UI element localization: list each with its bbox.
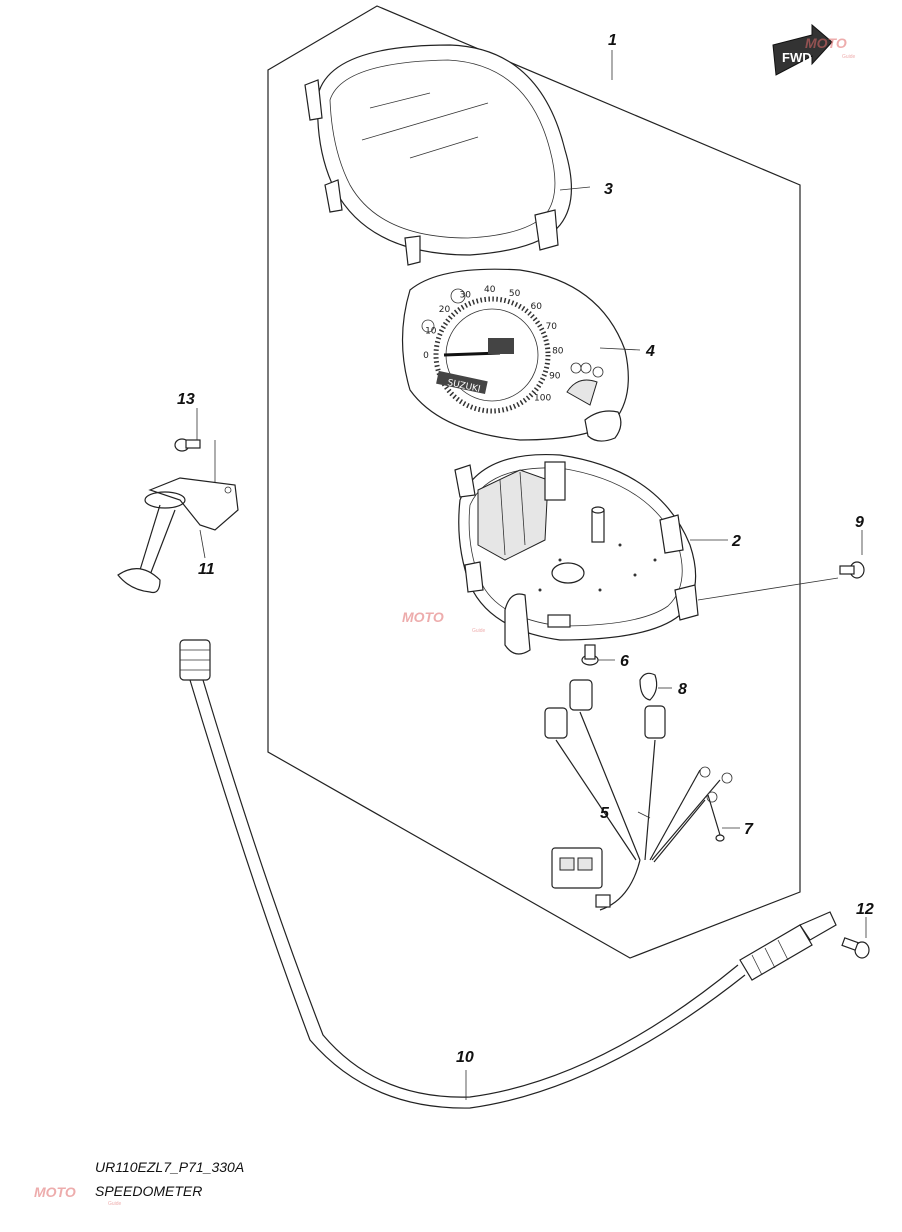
dial-number: 90 bbox=[549, 371, 561, 381]
callout-12: 12 bbox=[856, 901, 874, 918]
callout-2: 2 bbox=[731, 533, 741, 550]
watermark-center: MOTO Guide bbox=[402, 609, 486, 634]
callout-6: 6 bbox=[620, 653, 629, 670]
meter-lens-cover bbox=[304, 44, 591, 266]
watermark-subtext: Guide bbox=[108, 1201, 122, 1207]
diagram-caption: UR110EZL7_P71_330A SPEEDOMETER bbox=[95, 1159, 244, 1199]
callout-8: 8 bbox=[678, 681, 687, 698]
callout-11: 11 bbox=[198, 561, 215, 578]
callout-10: 10 bbox=[456, 1049, 474, 1066]
watermark-bottom: MOTO Guide bbox=[34, 1184, 122, 1207]
fwd-badge-label: FWD bbox=[782, 50, 812, 65]
callout-labels: 1 2 3 4 5 6 7 8 9 10 11 12 13 bbox=[177, 32, 874, 1066]
watermark-subtext: Guide bbox=[472, 628, 486, 634]
callout-5: 5 bbox=[600, 805, 610, 822]
dial-number: 30 bbox=[459, 291, 471, 301]
caption-title: SPEEDOMETER bbox=[95, 1183, 202, 1199]
dial-number: 0 bbox=[423, 351, 429, 361]
caption-code: UR110EZL7_P71_330A bbox=[95, 1159, 244, 1175]
indicator-bulb bbox=[639, 672, 658, 701]
watermark-text: MOTO bbox=[34, 1184, 76, 1200]
dial-number: 70 bbox=[546, 322, 558, 332]
harness-screw bbox=[707, 794, 725, 842]
case-screw bbox=[697, 561, 865, 601]
dial-number: 40 bbox=[484, 285, 496, 295]
watermark-subtext: Guide bbox=[842, 54, 856, 60]
fwd-direction-badge: FWD bbox=[772, 23, 833, 76]
dial-number: 50 bbox=[509, 289, 521, 299]
callout-4: 4 bbox=[645, 343, 655, 360]
cable-screw bbox=[841, 937, 870, 959]
watermark-text: MOTO bbox=[402, 609, 444, 625]
dial-number: 80 bbox=[552, 346, 564, 356]
speedometer-cable bbox=[179, 639, 837, 1109]
cable-guide-bracket bbox=[117, 438, 239, 594]
dial-number: 20 bbox=[439, 305, 451, 315]
callout-13: 13 bbox=[177, 391, 195, 408]
callout-9: 9 bbox=[855, 514, 864, 531]
watermark-text: MOTO bbox=[805, 35, 847, 51]
callout-3: 3 bbox=[604, 181, 613, 198]
callout-1: 1 bbox=[608, 32, 617, 49]
dial-number-group: 0 10 20 30 40 50 60 70 80 90 100 bbox=[423, 285, 564, 403]
dial-number: 60 bbox=[530, 302, 542, 312]
watermark-top: MOTO Guide bbox=[805, 35, 856, 60]
meter-case bbox=[454, 453, 699, 655]
dial-number: 100 bbox=[534, 393, 551, 403]
dial-number: 10 bbox=[425, 326, 437, 336]
wiring-harness bbox=[544, 679, 733, 911]
assembly-frame bbox=[267, 5, 801, 959]
case-bolt bbox=[581, 644, 599, 666]
callout-7: 7 bbox=[744, 821, 754, 838]
